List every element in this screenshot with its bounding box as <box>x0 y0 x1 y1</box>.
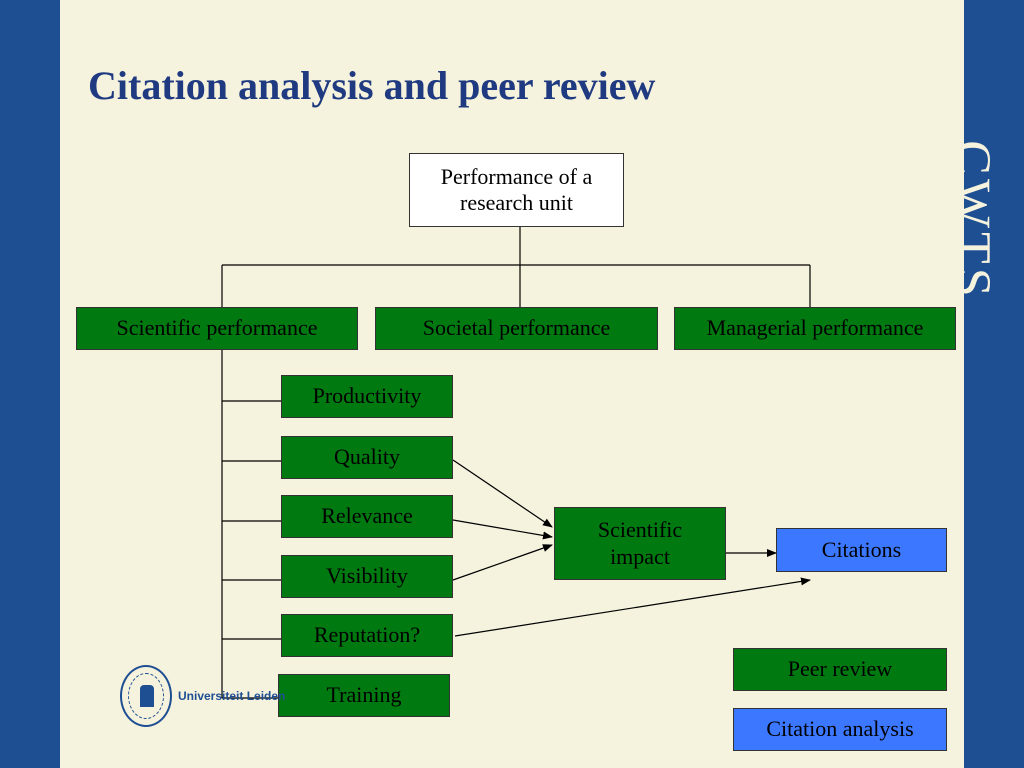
left-frame-bar <box>0 0 60 768</box>
citations-box: Citations <box>776 528 947 572</box>
aspect-box-relevance: Relevance <box>281 495 453 538</box>
arrow-reputation-to-citations <box>454 577 811 637</box>
university-seal-icon <box>120 665 172 727</box>
root-box-performance: Performance of a research unit <box>409 153 624 227</box>
slide-title: Citation analysis and peer review <box>88 63 656 108</box>
university-logo-text: Universiteit Leiden <box>178 689 286 703</box>
university-logo: Universiteit Leiden <box>120 665 285 727</box>
legend-citation-analysis: Citation analysis <box>733 708 947 751</box>
arrow-visibility-to-impact <box>452 544 553 581</box>
aspect-box-productivity: Productivity <box>281 375 453 418</box>
branch-box-societal: Societal performance <box>375 307 658 350</box>
branch-box-scientific: Scientific performance <box>76 307 358 350</box>
aspect-box-reputation: Reputation? <box>281 614 453 657</box>
right-frame-bar <box>964 0 1024 768</box>
aspect-box-visibility: Visibility <box>281 555 453 598</box>
arrow-quality-to-impact <box>452 459 553 528</box>
arrow-relevance-to-impact <box>452 519 553 540</box>
legend-peer-review: Peer review <box>733 648 947 691</box>
aspect-box-quality: Quality <box>281 436 453 479</box>
aspect-box-training: Training <box>278 674 450 717</box>
branch-box-managerial: Managerial performance <box>674 307 956 350</box>
scientific-impact-box: Scientific impact <box>554 507 726 580</box>
